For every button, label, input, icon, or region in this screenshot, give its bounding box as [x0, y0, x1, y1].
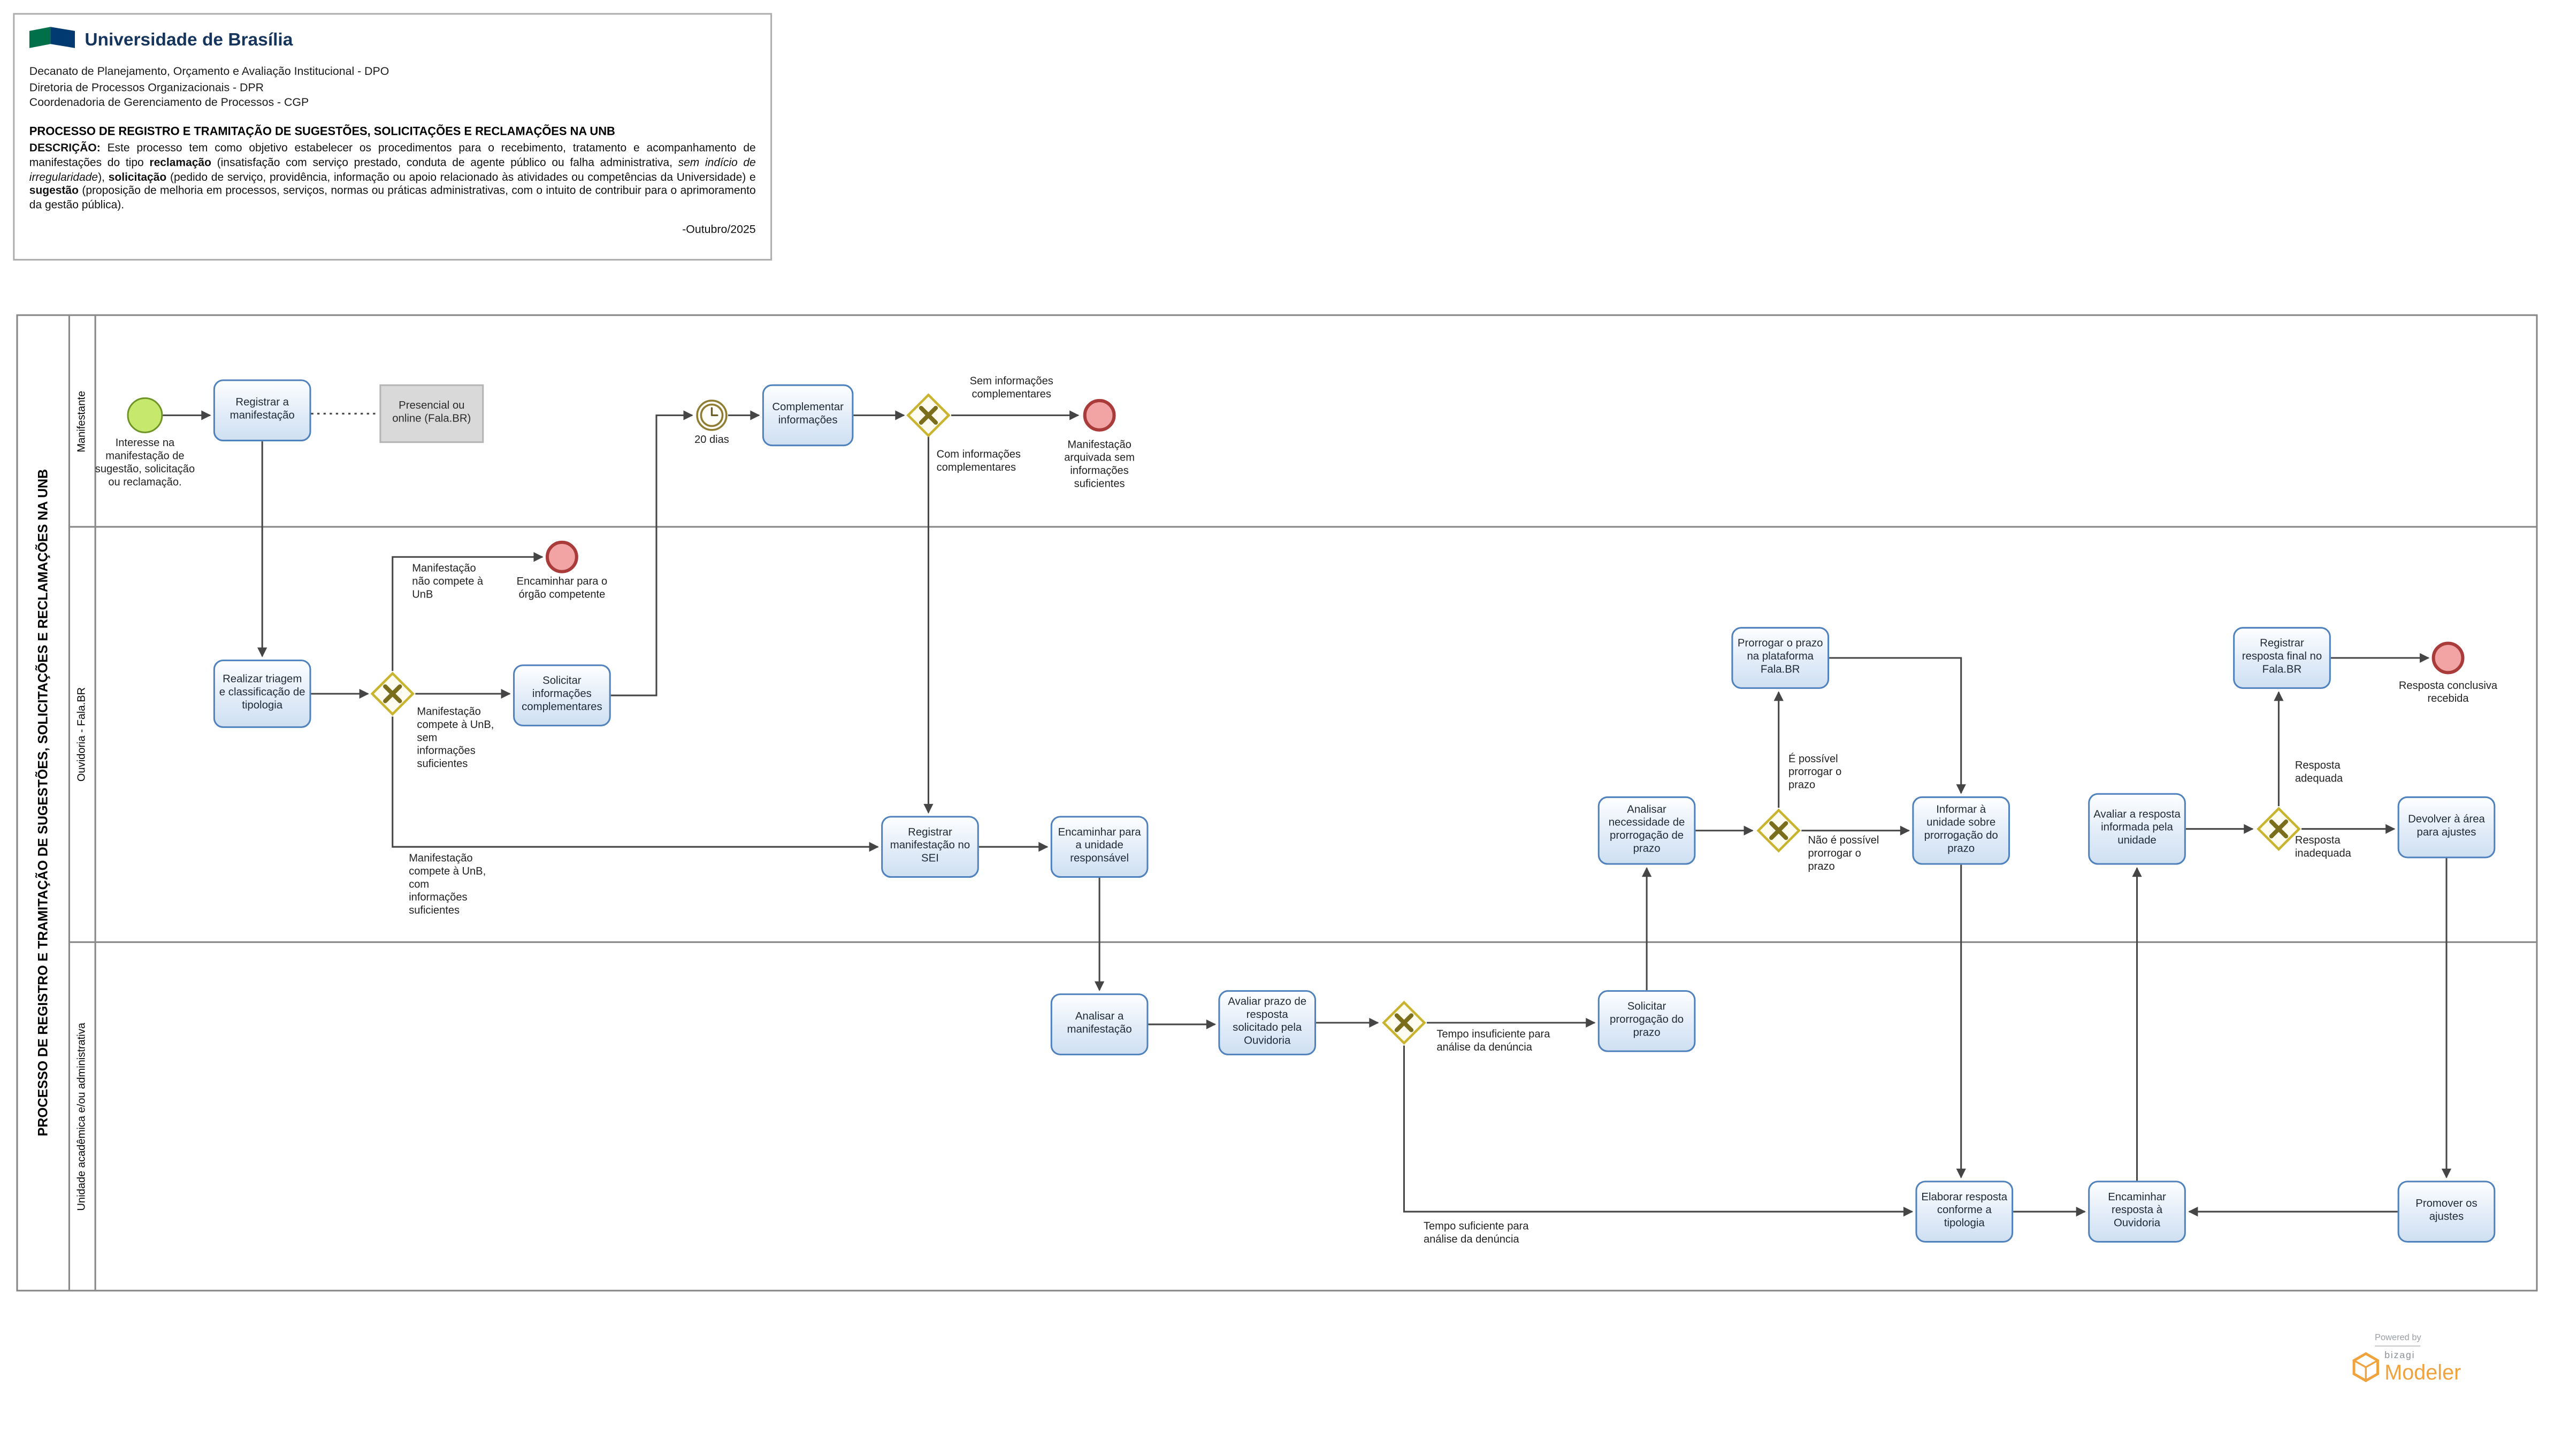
flow-label-nao-compete: Manifestação não compete à UnB	[412, 563, 484, 601]
gateway-tempo-analise[interactable]	[1381, 1000, 1427, 1053]
flow-label-resposta-adequada: Resposta adequada	[2295, 760, 2343, 785]
task-analisar-necessidade[interactable]: Analisar necessidade de prorrogação de p…	[1597, 796, 1696, 865]
lane-ouvidoria-label: Ouvidoria - Fala.BR	[77, 687, 88, 782]
document-header: Universidade de Brasília Decanato de Pla…	[13, 13, 773, 261]
flow-label-tempo-suficiente: Tempo suficiente para análise da denúnci…	[1423, 1221, 1529, 1246]
task-avaliar-prazo[interactable]: Avaliar prazo de resposta solicitado pel…	[1218, 990, 1317, 1055]
task-analisar-manifestacao[interactable]: Analisar a manifestação	[1050, 993, 1149, 1055]
process-description: DESCRIÇÃO: Este processo tem como objeti…	[29, 143, 756, 212]
end-event-orgao-label: Encaminhar para o órgão competente	[516, 576, 608, 601]
gateway-resposta[interactable]	[2256, 806, 2301, 860]
task-solicitar-prorrogacao[interactable]: Solicitar prorrogação do prazo	[1597, 990, 1696, 1052]
lane-ouvidoria-strip: Ouvidoria - Fala.BR	[70, 527, 96, 941]
org-line-dpo: Decanato de Planejamento, Orçamento e Av…	[29, 66, 389, 79]
powered-by-label: Powered by	[2375, 1334, 2421, 1347]
lane-manifestante-strip: Manifestante	[70, 316, 96, 526]
lane-ouvidoria: Ouvidoria - Fala.BR	[70, 527, 2536, 943]
task-avaliar-resposta[interactable]: Avaliar a resposta informada pela unidad…	[2088, 793, 2186, 865]
unb-logo-icon	[29, 27, 75, 48]
task-encaminhar-unidade[interactable]: Encaminhar para a unidade responsável	[1050, 816, 1149, 878]
lane-unidade-label: Unidade acadêmica e/ou administrativa	[77, 1022, 88, 1210]
task-registrar-manifestacao[interactable]: Registrar a manifestação	[213, 379, 311, 442]
lane-unidade-strip: Unidade acadêmica e/ou administrativa	[70, 942, 96, 1290]
gateway-informacoes-complementares[interactable]	[906, 393, 951, 446]
start-event-label: Interesse na manifestação de sugestão, s…	[95, 438, 195, 488]
process-title: PROCESSO DE REGISTRO E TRAMITAÇÃO DE SUG…	[29, 124, 615, 139]
pool-label-strip: PROCESSO DE REGISTRO E TRAMITAÇÃO DE SUG…	[18, 316, 70, 1290]
timer-event-icon[interactable]	[695, 399, 728, 440]
gateway-triagem[interactable]	[370, 671, 415, 724]
flow-label-resposta-inadequada: Resposta inadequada	[2295, 835, 2351, 860]
lane-manifestante-label: Manifestante	[77, 390, 88, 452]
modeler-label: Modeler	[2384, 1360, 2461, 1384]
task-elaborar-resposta[interactable]: Elaborar resposta conforme a tipologia	[1915, 1181, 2014, 1243]
flow-label-sem-informacoes: Sem informações complementares	[969, 376, 1053, 401]
bizagi-label: bizagi	[2384, 1352, 2415, 1362]
end-event-arquivada-label: Manifestação arquivada sem informações s…	[1064, 440, 1135, 490]
document-date: -Outubro/2025	[682, 224, 756, 236]
end-event-conclusiva-label: Resposta conclusiva recebida	[2398, 680, 2498, 706]
task-realizar-triagem[interactable]: Realizar triagem e classificação de tipo…	[213, 660, 311, 728]
flow-label-com-informacoes: Com informações complementares	[936, 449, 1021, 474]
bizagi-logo-icon	[2352, 1352, 2379, 1383]
lane-manifestante: Manifestante	[70, 316, 2536, 528]
university-name: Universidade de Brasília	[85, 30, 293, 50]
org-line-cgp: Coordenadoria de Gerenciamento de Proces…	[29, 98, 309, 110]
task-registrar-sei[interactable]: Registrar manifestação no SEI	[881, 816, 979, 878]
org-line-dpr: Diretoria de Processos Organizacionais -…	[29, 82, 264, 94]
flow-label-tempo-insuficiente: Tempo insuficiente para análise da denún…	[1436, 1029, 1550, 1054]
end-event-conclusiva[interactable]	[2431, 641, 2465, 675]
task-complementar-informacoes[interactable]: Complementar informações	[762, 384, 854, 447]
pool-title: PROCESSO DE REGISTRO E TRAMITAÇÃO DE SUG…	[35, 469, 51, 1137]
end-event-arquivada[interactable]	[1083, 399, 1116, 432]
end-event-orgao-competente[interactable]	[545, 540, 578, 573]
task-registrar-resposta-final[interactable]: Registrar resposta final no Fala.BR	[2233, 627, 2331, 689]
task-solicitar-informacoes[interactable]: Solicitar informações complementares	[513, 664, 611, 726]
task-prorrogar-prazo[interactable]: Prorrogar o prazo na plataforma Fala.BR	[1731, 627, 1830, 689]
task-devolver-area[interactable]: Devolver à área para ajustes	[2397, 796, 2496, 859]
flow-label-compete-sem-info: Manifestação compete à UnB, sem informaç…	[417, 707, 494, 770]
timer-event-label: 20 dias	[694, 434, 729, 447]
bizagi-branding: Powered by bizagi Modeler	[2352, 1319, 2514, 1384]
task-informar-unidade[interactable]: Informar à unidade sobre prorrogação do …	[1912, 796, 2010, 865]
annotation-presencial-online: Presencial ou online (Fala.BR)	[379, 384, 484, 443]
task-encaminhar-resposta[interactable]: Encaminhar resposta à Ouvidoria	[2088, 1181, 2186, 1243]
flow-label-nao-possivel-prorrogar: Não é possível prorrogar o prazo	[1808, 835, 1879, 873]
task-promover-ajustes[interactable]: Promover os ajustes	[2397, 1181, 2496, 1243]
gateway-prorrogacao[interactable]	[1756, 808, 1801, 861]
flow-label-compete-com-info: Manifestação compete à UnB, com informaç…	[409, 853, 486, 916]
flow-label-possivel-prorrogar: É possível prorrogar o prazo	[1788, 754, 1842, 792]
lane-unidade: Unidade acadêmica e/ou administrativa	[70, 942, 2536, 1290]
start-event[interactable]	[127, 397, 163, 433]
